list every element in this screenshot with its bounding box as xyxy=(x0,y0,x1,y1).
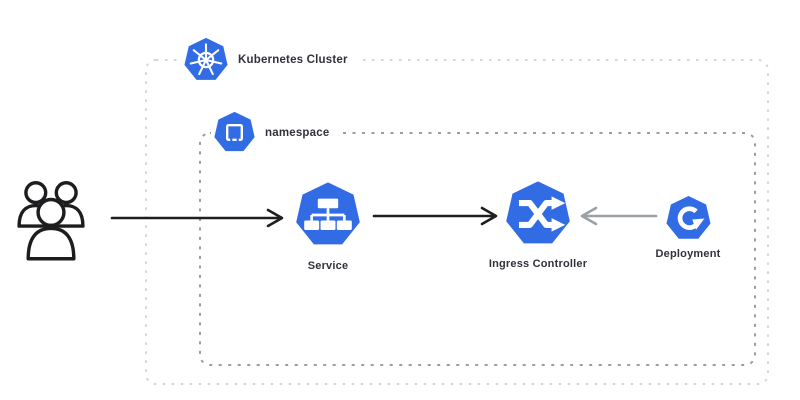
edge-service-to-ingress xyxy=(372,206,498,226)
namespace-header: namespace xyxy=(211,111,340,154)
kubernetes-logo-icon xyxy=(184,37,228,80)
service-label: Service xyxy=(307,260,349,272)
ingress-controller-label: Ingress Controller xyxy=(488,258,588,270)
users-icon xyxy=(17,181,85,261)
node-deployment: Deployment xyxy=(588,195,788,260)
namespace-boundary xyxy=(199,132,756,366)
kubernetes-cluster-label: Kubernetes Cluster xyxy=(238,54,348,66)
edge-users-to-service xyxy=(110,208,284,228)
node-ingress-controller: Ingress Controller xyxy=(438,180,638,270)
kubernetes-cluster-header: Kubernetes Cluster xyxy=(181,37,358,83)
namespace-label: namespace xyxy=(265,126,330,139)
edge-deployment-to-ingress xyxy=(580,206,658,226)
namespace-icon xyxy=(214,111,255,152)
node-users xyxy=(13,177,89,263)
node-service: Service xyxy=(228,181,428,272)
service-icon xyxy=(296,182,360,245)
deployment-label: Deployment xyxy=(655,248,721,260)
deployment-icon xyxy=(666,195,710,239)
ingress-controller-icon xyxy=(506,181,570,244)
